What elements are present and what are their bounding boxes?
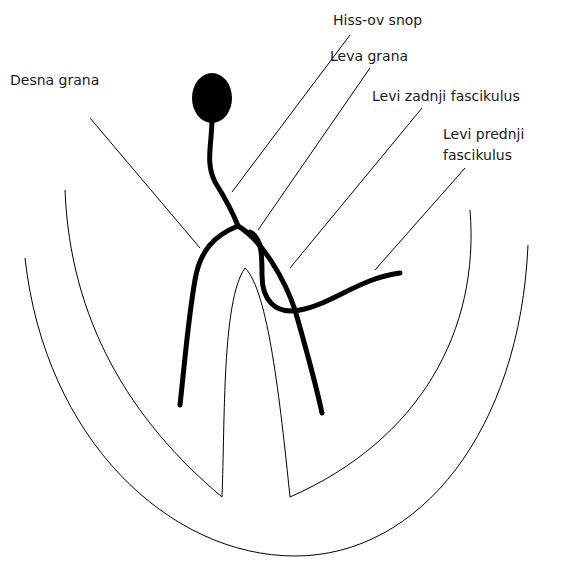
- inner-wall-right-ventricle: [65, 190, 222, 497]
- left-anterior-fascicle: [250, 232, 400, 311]
- inner-wall-left-ventricle: [290, 210, 471, 497]
- part-label: Hiss-ov snop: [333, 10, 422, 31]
- his-bundle: [210, 118, 238, 226]
- part-label: Leva grana: [330, 46, 408, 67]
- leader-line: [290, 108, 422, 268]
- leader-line: [258, 68, 370, 230]
- left-posterior-fascicle: [238, 226, 322, 413]
- part-label: Desna grana: [10, 70, 99, 91]
- leader-line: [90, 118, 200, 248]
- part-label: Levi prednji fascikulus: [443, 124, 551, 166]
- part-label: Levi zadnji fascikulus: [372, 86, 520, 107]
- septum: [222, 268, 290, 497]
- right-bundle-branch: [180, 226, 238, 405]
- leader-line: [375, 168, 465, 270]
- outer-wall: [25, 245, 528, 556]
